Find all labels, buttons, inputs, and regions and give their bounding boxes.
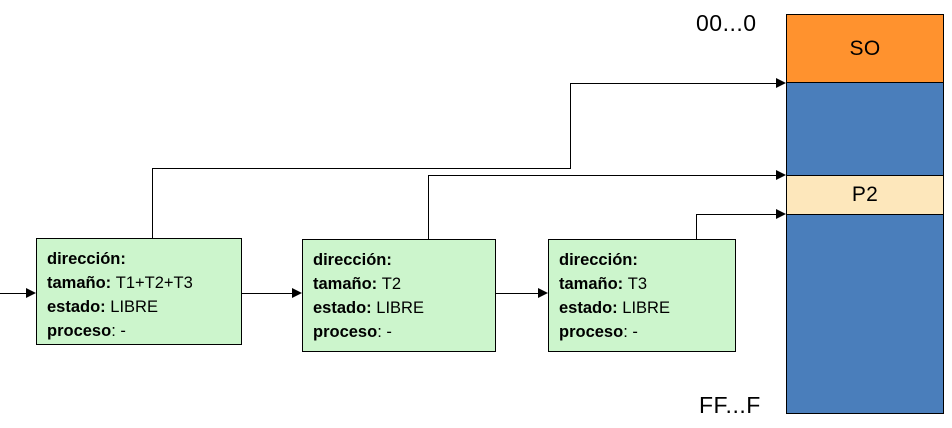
node-2-val-tamano: T2	[381, 275, 402, 293]
node-1-row-tamano: tamaño: T1+T2+T3	[47, 271, 241, 295]
node-1-row-proceso: proceso: -	[47, 319, 241, 343]
link-node1-node2-line	[242, 293, 292, 294]
pointer-node2-segment-head	[776, 170, 786, 180]
memory-segment-so-label: SO	[849, 36, 881, 60]
pointer-node1-segment-h2	[570, 83, 776, 84]
pointer-node1-segment-head	[776, 78, 786, 88]
memory-segment-p2: P2	[787, 176, 943, 215]
node-3-key-estado: estado:	[559, 299, 618, 317]
memory-segment-p2-label: P2	[851, 183, 879, 206]
node-2-key-tamano: tamaño:	[313, 275, 378, 293]
node-1-val-estado: LIBRE	[110, 298, 158, 316]
memory-segment-free-2	[787, 215, 943, 413]
link-node1-node2-head	[292, 288, 302, 298]
node-1-val-tamano: T1+T2+T3	[115, 274, 193, 292]
node-3-row-direccion: dirección:	[559, 248, 735, 272]
node-3-val-estado: LIBRE	[622, 299, 670, 317]
node-3-key-proceso: proceso	[559, 323, 624, 341]
memory-segment-free-1	[787, 83, 943, 176]
node-1-key-direccion: dirección:	[47, 250, 126, 268]
node-2-row-estado: estado: LIBRE	[313, 296, 495, 320]
node-2-val-estado: LIBRE	[376, 299, 424, 317]
list-head-arrow-line	[0, 293, 26, 294]
node-1-key-proceso: proceso	[47, 322, 112, 340]
pointer-node1-segment-v2	[570, 83, 571, 169]
pointer-node2-segment-h1	[428, 175, 776, 176]
node-3-val-tamano: T3	[627, 275, 648, 293]
node-3-row-estado: estado: LIBRE	[559, 296, 735, 320]
memory-segment-so: SO	[787, 15, 943, 83]
node-2-row-direccion: dirección:	[313, 248, 495, 272]
node-3-row-proceso: proceso: -	[559, 320, 735, 344]
node-3-row-tamano: tamaño: T3	[559, 272, 735, 296]
node-2-key-estado: estado:	[313, 299, 372, 317]
pointer-node2-segment-v1	[428, 175, 429, 239]
free-block-node-1: dirección: tamaño: T1+T2+T3 estado: LIBR…	[36, 238, 242, 345]
list-head-arrow-head	[26, 288, 36, 298]
free-block-node-3: dirección: tamaño: T3 estado: LIBRE proc…	[548, 239, 736, 352]
link-node2-node3-head	[538, 288, 548, 298]
node-3-val-proceso: : -	[623, 323, 638, 341]
pointer-node3-segment-h1	[696, 214, 776, 215]
top-address-label: 00...0	[696, 10, 757, 36]
node-2-row-proceso: proceso: -	[313, 320, 495, 344]
node-1-key-tamano: tamaño:	[47, 274, 112, 292]
node-3-key-tamano: tamaño:	[559, 275, 624, 293]
node-2-key-direccion: dirección:	[313, 251, 392, 269]
memory-map-bar: SO P2	[786, 14, 944, 414]
bottom-address-label: FF...F	[699, 392, 761, 418]
pointer-node3-segment-head	[776, 209, 786, 219]
free-block-node-2: dirección: tamaño: T2 estado: LIBRE proc…	[302, 239, 496, 352]
link-node2-node3-line	[496, 293, 538, 294]
node-2-val-proceso: : -	[377, 323, 392, 341]
node-1-val-proceso: : -	[111, 322, 126, 340]
node-2-key-proceso: proceso	[313, 323, 378, 341]
node-1-row-estado: estado: LIBRE	[47, 295, 241, 319]
node-1-row-direccion: dirección:	[47, 247, 241, 271]
node-2-row-tamano: tamaño: T2	[313, 272, 495, 296]
pointer-node1-segment-h1	[152, 168, 571, 169]
node-3-key-direccion: dirección:	[559, 251, 638, 269]
pointer-node1-segment-v1	[152, 168, 153, 238]
node-1-key-estado: estado:	[47, 298, 106, 316]
pointer-node3-segment-v1	[696, 214, 697, 239]
